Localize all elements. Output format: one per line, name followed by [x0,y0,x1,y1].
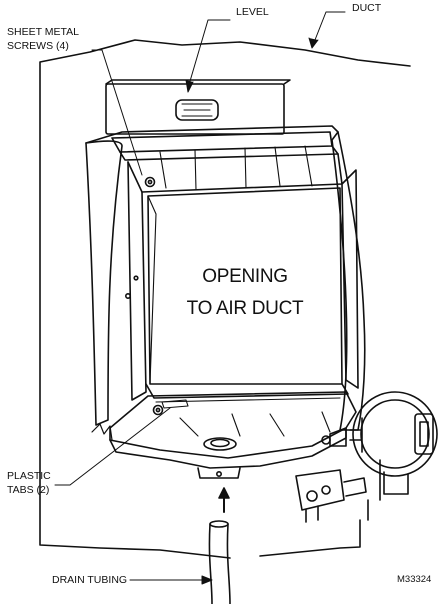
label-tabs-line2: TABS (2) [7,484,50,496]
label-screws-line2: SCREWS (4) [7,40,69,52]
label-tabs-line1: PLASTIC [7,470,51,482]
housing-left [85,140,123,426]
label-screws-line1: SHEET METAL [7,26,79,38]
label-duct: DUCT [352,2,382,14]
label-level: LEVEL [236,6,269,18]
figure-id: M33324 [397,574,432,585]
screw-top-left [144,176,156,188]
drain-port [203,437,237,451]
level-vial [175,99,219,121]
leader-duct [312,11,346,46]
plastic-tabs [161,399,189,409]
label-opening-line1: OPENING [202,266,288,287]
screw-bottom-left [152,404,164,416]
duct-sheet [39,39,411,559]
drain-tube [208,523,231,605]
leader-tabs [54,407,171,486]
leader-screws [91,49,143,176]
level-tool [105,83,285,135]
leader-level [187,19,231,89]
top-flange [111,131,333,153]
valve-assembly [295,391,438,523]
bottom-bracket [197,467,241,479]
label-opening-line2: TO AIR DUCT [186,298,304,319]
label-drain-tubing: DRAIN TUBING [52,574,128,586]
inner-frame [127,153,343,193]
